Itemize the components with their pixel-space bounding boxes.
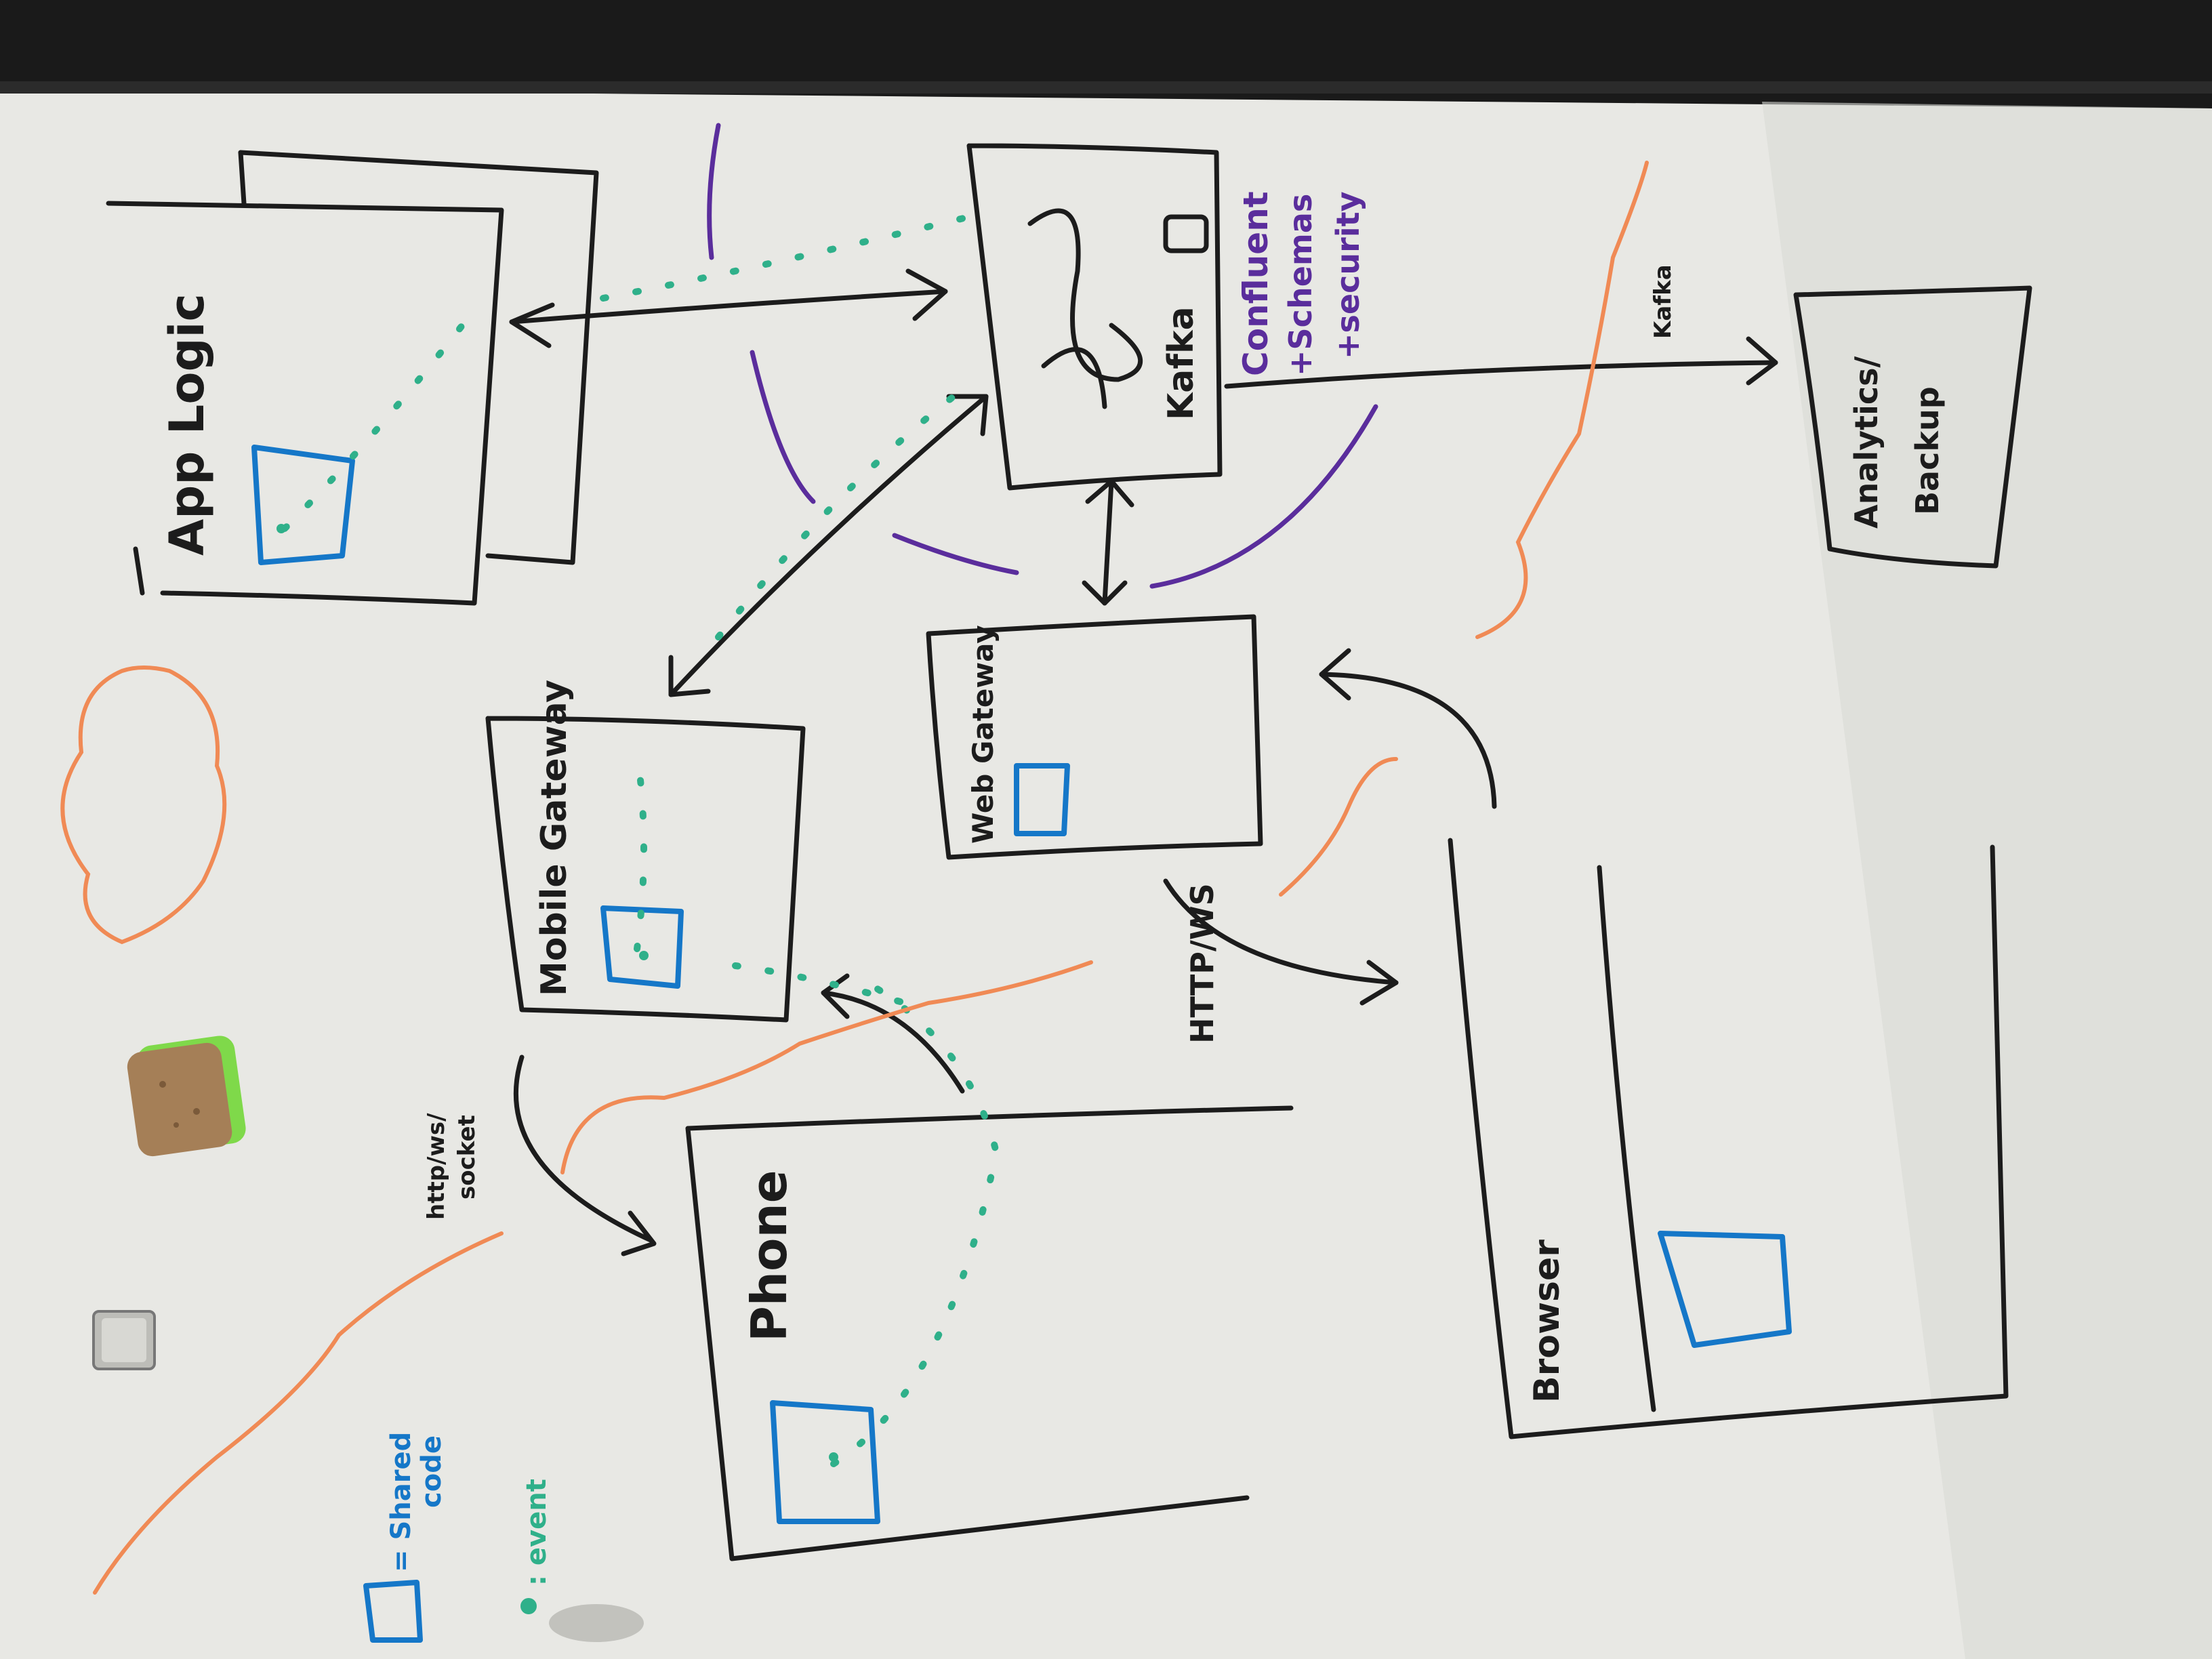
mobile-gateway-label: Mobile Gateway	[534, 680, 575, 996]
shared-code-web-gateway	[1014, 763, 1070, 836]
arrow-kafka-analytics	[1224, 360, 1778, 389]
kafka-label: Kafka	[1161, 306, 1202, 420]
arrow-app-logic-kafka	[509, 289, 948, 325]
event-dot	[276, 524, 286, 533]
shared-code-phone	[770, 1400, 880, 1524]
arrow-browser-web-gateway	[1319, 672, 1497, 809]
legend-event-label: : event	[521, 1479, 552, 1586]
app-logic-box-back	[238, 150, 599, 565]
event-path-top	[600, 213, 972, 302]
shared-code-browser	[1658, 1231, 1792, 1348]
kafka-arc-top-left	[707, 123, 721, 260]
phone-label: Phone	[741, 1170, 798, 1342]
arrow-kafka-mobile-gateway	[668, 394, 989, 697]
kafka-arc-bottom-right	[1149, 404, 1378, 589]
kafka-box	[966, 143, 1223, 491]
event-dot	[639, 951, 649, 960]
database-icon	[1163, 214, 1209, 253]
shared-code-mobile-gateway	[600, 905, 684, 989]
backup-label: Backup	[1909, 386, 1946, 515]
arrow-kafka-web-gateway	[1102, 478, 1114, 606]
event-dot	[829, 1452, 838, 1462]
kafka-arrow-label: Kafka	[1650, 264, 1677, 339]
browser-box	[1448, 838, 2009, 1439]
confluent-label-2: +Schemas	[1282, 194, 1319, 376]
whiteboard-surface	[0, 88, 2212, 1659]
legend-shared-code-icon	[363, 1580, 423, 1643]
legend-event-dot	[520, 1598, 537, 1614]
legend-shared-code-label-2: code	[416, 1435, 447, 1508]
orange-wave-far	[1475, 161, 1649, 639]
magnet-icon	[92, 1310, 156, 1370]
web-gateway-label: Web Gateway	[966, 625, 1000, 844]
phone-box	[685, 1105, 1294, 1561]
orange-wave-right	[1279, 757, 1398, 897]
board-shading	[1762, 102, 2212, 1659]
http-ws-label: HTTP/WS	[1184, 883, 1221, 1044]
app-logic-box	[106, 201, 504, 606]
shared-code-app-logic	[251, 445, 355, 565]
whiteboard-eraser-icon	[127, 1036, 246, 1157]
cloud-doodle	[60, 665, 227, 945]
kafka-wave-icon	[1027, 208, 1143, 382]
eraser-smudge	[549, 1604, 644, 1642]
app-logic-label: App Logic	[159, 293, 215, 556]
event-path-gateway-link	[732, 962, 932, 1013]
event-path-app-logic	[281, 315, 471, 532]
arrow-web-gateway-browser	[1163, 878, 1399, 985]
orange-wave-mid	[560, 960, 1093, 1174]
event-path-phone	[830, 979, 1000, 1467]
analytics-backup-box	[1793, 285, 2032, 569]
confluent-label-1: Confluent	[1236, 191, 1275, 376]
mobile-gateway-box	[485, 716, 806, 1023]
kafka-arc-bottom-left	[892, 533, 1019, 575]
http-ws-socket-label-1: http/ws/	[423, 1113, 450, 1220]
kafka-arc-left	[750, 350, 816, 504]
arrow-phone-mobile-gateway	[821, 990, 965, 1094]
web-gateway-box	[926, 614, 1263, 860]
event-path-mobile-gateway	[634, 749, 647, 952]
board-top-edge	[0, 81, 2212, 94]
analytics-label: Analytics/	[1848, 356, 1885, 529]
arrow-mobile-gateway-phone	[514, 1054, 653, 1243]
http-ws-socket-label-2: socket	[453, 1115, 480, 1200]
browser-label: Browser	[1527, 1240, 1568, 1403]
legend-shared-code-label-1: = Shared	[386, 1432, 417, 1572]
confluent-label-3: +security	[1330, 191, 1366, 359]
orange-wave-left	[93, 1231, 504, 1595]
